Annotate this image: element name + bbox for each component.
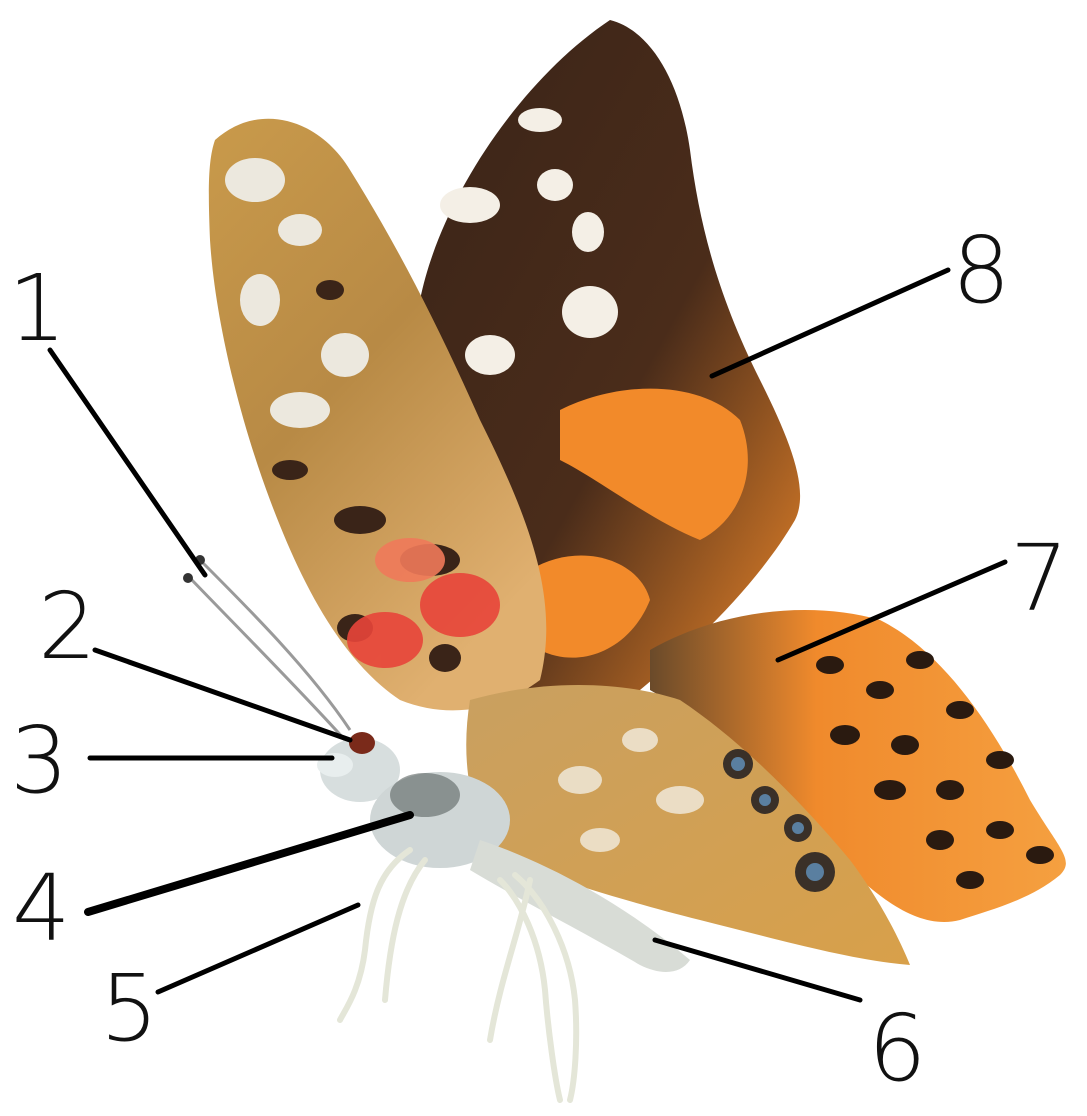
antenna-tip-icon: [183, 573, 193, 583]
label-8: 8: [952, 217, 1011, 324]
label-6: 6: [868, 995, 927, 1102]
leader-line-2: [95, 650, 350, 740]
leader-line-8: [712, 270, 948, 376]
label-2: 2: [38, 573, 97, 680]
label-4: 4: [12, 855, 71, 962]
leader-line-4: [88, 815, 410, 912]
butterfly-illustration: [183, 20, 1066, 1100]
leader-line-1: [50, 350, 205, 575]
label-1: 1: [8, 255, 67, 362]
label-3: 3: [10, 707, 69, 814]
eye: [349, 732, 375, 754]
label-7: 7: [1010, 525, 1069, 632]
thorax-scales: [390, 773, 460, 817]
leader-line-5: [158, 905, 358, 992]
label-5: 5: [100, 955, 159, 1062]
